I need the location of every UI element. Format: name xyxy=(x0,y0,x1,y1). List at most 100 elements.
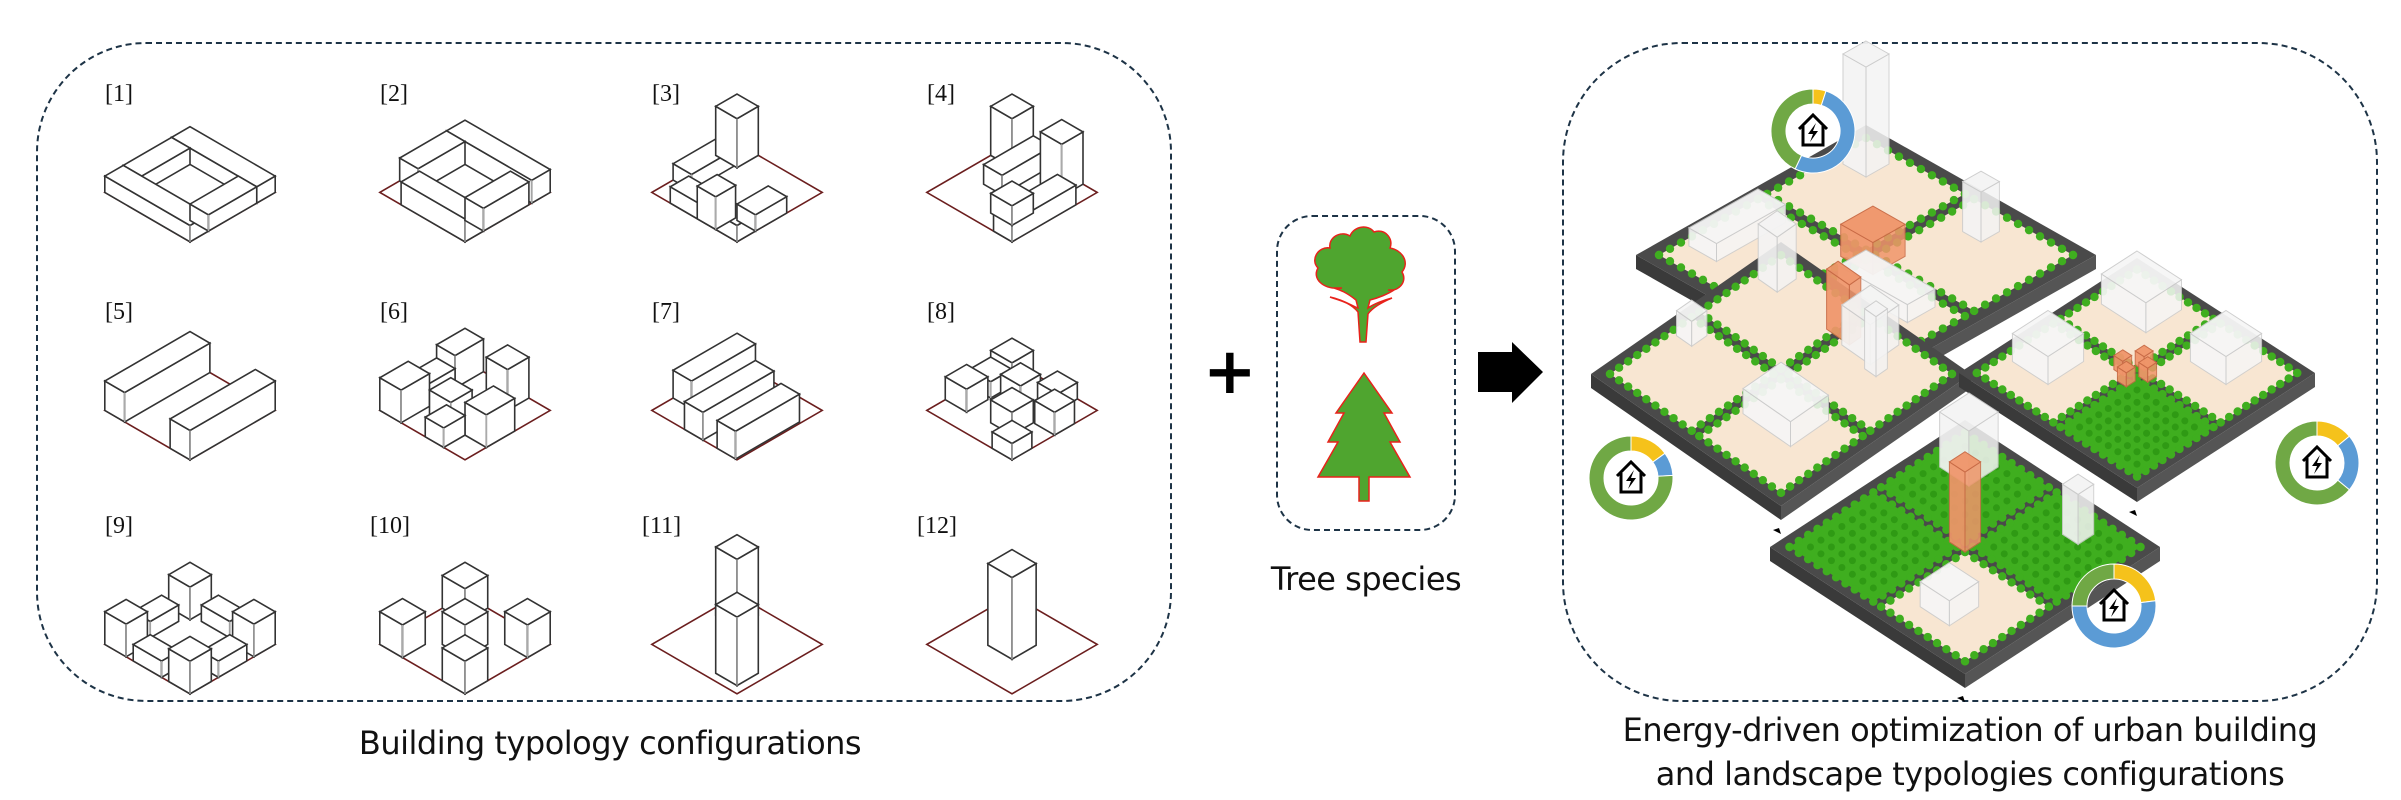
typology-5 xyxy=(103,330,277,462)
tree-dot xyxy=(1902,338,1911,347)
tree-dot xyxy=(1876,602,1886,611)
tree-dot xyxy=(1979,560,1988,569)
tree-dot xyxy=(2002,288,2012,297)
tree-dot xyxy=(1887,585,1897,594)
scene-left xyxy=(1591,210,1971,534)
tree-dot xyxy=(2250,396,2259,405)
typology-label: [7] xyxy=(652,299,680,325)
donut-segment-green xyxy=(1770,88,1814,170)
parcel xyxy=(1699,255,1863,369)
tree-dot xyxy=(1895,470,1904,480)
house-energy-icon xyxy=(2098,587,2130,622)
tree-dot xyxy=(1813,276,1822,285)
tree-dot xyxy=(1914,626,1923,636)
tree-dot xyxy=(1905,220,1915,230)
tree-dot xyxy=(1773,183,1783,192)
tree-dot xyxy=(1758,351,1768,361)
tree-dot xyxy=(1802,357,1811,366)
tree-dot xyxy=(1795,208,1805,217)
tree-dot xyxy=(2073,433,2082,443)
tree-dot xyxy=(1813,561,1822,570)
tree-dot xyxy=(1932,519,1942,528)
tree-dot xyxy=(1989,379,1999,389)
parcel xyxy=(1875,199,2073,311)
tree-dot xyxy=(2183,406,2193,415)
tree-dot xyxy=(2049,418,2058,427)
tree-dot xyxy=(1749,269,1758,279)
tree-dot xyxy=(1840,419,1849,428)
tree-dot xyxy=(1949,183,1959,192)
tree-dot xyxy=(2073,411,2082,421)
tree-dot xyxy=(2258,390,2268,400)
tree-dot xyxy=(2090,292,2099,302)
tree-dot xyxy=(1660,331,1669,341)
energy-donut-bottom xyxy=(2071,563,2157,649)
parcel xyxy=(1610,317,1774,431)
tree-dot xyxy=(1633,350,1642,360)
tree-dot xyxy=(2035,596,2044,605)
tree-dot xyxy=(2091,346,2101,356)
tree-dot xyxy=(2026,614,2035,624)
tree-dot xyxy=(1887,500,1897,509)
tree-dot xyxy=(1902,401,1911,410)
tree-dot xyxy=(2090,336,2099,346)
typology-label: [1] xyxy=(105,81,133,107)
tree-dot xyxy=(2166,395,2176,404)
scene-bottom xyxy=(1770,392,2160,702)
tree-dot xyxy=(1785,358,1795,367)
tree-dot xyxy=(1841,506,1850,515)
tree-dot xyxy=(1927,171,1937,180)
tree-dot xyxy=(1884,413,1893,423)
north-arrow-icon xyxy=(1773,522,1781,534)
tree-dot xyxy=(1705,413,1715,423)
tree-dot xyxy=(1977,548,1987,558)
tree-dot xyxy=(1938,363,1948,372)
site-outline xyxy=(925,594,1099,695)
tree-dot xyxy=(1740,276,1749,285)
tree-dot xyxy=(2046,263,2056,272)
tree-dot xyxy=(1947,369,1957,379)
typology-4 xyxy=(925,93,1099,244)
tree-dot xyxy=(1741,350,1751,360)
tree-dot xyxy=(1820,344,1830,353)
tree-dot xyxy=(2126,548,2136,558)
tree-dot xyxy=(2035,608,2044,617)
tree-dot xyxy=(1942,644,1951,654)
tree-dot xyxy=(2192,303,2201,313)
tree-dot xyxy=(1660,407,1669,417)
tree-dot xyxy=(2083,396,2092,405)
donut-segment-green xyxy=(2274,420,2351,506)
optimization-caption: Energy-driven optimization of urban buil… xyxy=(1560,708,2380,796)
tree-dot xyxy=(2002,213,2012,222)
tree-dot xyxy=(1938,202,1948,211)
tree-dot xyxy=(1822,332,1831,342)
typology-label: [5] xyxy=(105,299,133,325)
tree-dot xyxy=(1642,344,1651,353)
donut-segment-green xyxy=(1588,435,1674,521)
tree-species-panel xyxy=(1276,215,1456,531)
tree-dot xyxy=(1828,226,1838,236)
tree-dot xyxy=(1920,388,1929,398)
tree-species-caption: Tree species xyxy=(1270,560,1462,598)
tree-dot xyxy=(1767,482,1777,491)
tree-dot xyxy=(2044,602,2054,611)
tree-dot xyxy=(2182,396,2191,405)
tree-dot xyxy=(1794,548,1804,558)
tree-dot xyxy=(1859,494,1869,503)
typology-12 xyxy=(925,548,1099,695)
tree-dot xyxy=(2166,342,2176,351)
donut-segment-green xyxy=(2071,563,2115,607)
plus-operator: + xyxy=(1203,335,1257,409)
tree-dot xyxy=(1731,282,1740,291)
tree-dot xyxy=(1998,632,2007,642)
tree-dot xyxy=(2068,250,2078,260)
tree-dot xyxy=(2032,407,2041,416)
tree-dot xyxy=(2108,524,2117,533)
tree-dot xyxy=(1869,488,1878,497)
typology-1 xyxy=(103,125,277,244)
tree-dot xyxy=(1988,638,1998,648)
tree-dot xyxy=(2007,626,2016,636)
house-energy-icon xyxy=(1797,112,1829,147)
building-typologies-panel xyxy=(36,42,1172,702)
